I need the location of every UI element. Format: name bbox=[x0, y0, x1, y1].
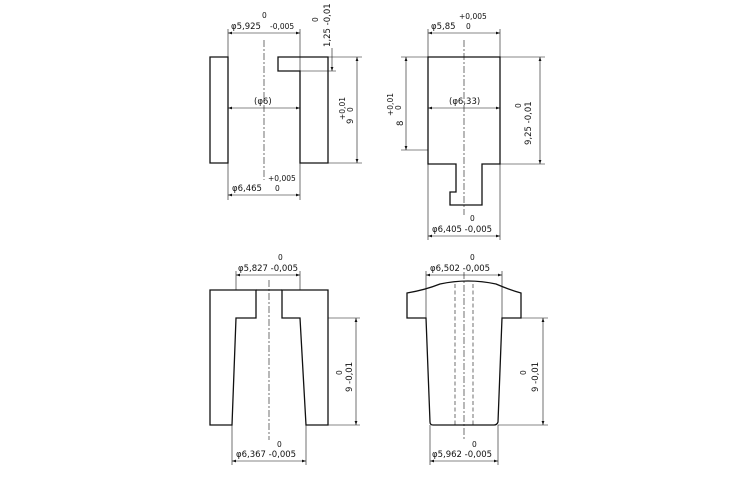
view-1-sleeve-section: φ5,925 0 -0,005 0 1,25 -0,01 (φ6) 9 +0,0… bbox=[209, 3, 362, 200]
view2-bottom-dia-value: φ6,405 -0,005 bbox=[432, 225, 492, 235]
view4-height-tol-upper: 0 bbox=[519, 370, 528, 375]
view2-top-dia-value: φ5,85 bbox=[431, 22, 456, 32]
view3-height-tol-upper: 0 bbox=[335, 370, 344, 375]
view2-body-height-value: 8 bbox=[396, 121, 406, 126]
view1-bottom-dia-tol-lower: 0 bbox=[275, 184, 280, 193]
view1-step-tol-upper: 0 bbox=[311, 17, 320, 22]
view3-top-dia-tol-upper: 0 bbox=[278, 253, 283, 262]
view3-left-wall bbox=[209, 289, 257, 426]
view1-step-depth-value: 1,25 -0,01 bbox=[323, 3, 333, 47]
view1-height-tol-upper: +0,01 bbox=[338, 97, 347, 120]
view1-bore-ref-value: (φ6) bbox=[254, 97, 272, 107]
view-2-pin: φ5,85 +0,005 0 8 +0,01 0 (φ6,33) 0 9,25 … bbox=[386, 12, 545, 240]
view4-top-dia-value: φ6,502 -0,005 bbox=[430, 264, 490, 274]
view4-bottom-dia-value: φ5,962 -0,005 bbox=[432, 450, 492, 460]
view4-height-value: 9 -0,01 bbox=[531, 362, 541, 392]
view1-height-value: 9 bbox=[346, 119, 356, 124]
view3-right-wall bbox=[281, 289, 329, 426]
view2-total-height-value: 9,25 -0,01 bbox=[524, 101, 534, 145]
view3-top-dia-value: φ5,827 -0,005 bbox=[238, 264, 298, 274]
view1-bottom-dia-value: φ6,465 bbox=[232, 184, 262, 194]
view1-top-dia-tol-upper: 0 bbox=[262, 11, 267, 20]
view2-top-dia-tol-upper: +0,005 bbox=[459, 12, 487, 21]
view3-bottom-dia-tol-upper: 0 bbox=[277, 440, 282, 449]
view-4-flanged-pin: φ6,502 -0,005 0 0 9 -0,01 φ5,962 -0,005 … bbox=[406, 253, 548, 465]
view4-top-dia-tol-upper: 0 bbox=[470, 253, 475, 262]
view1-height-tol-lower: 0 bbox=[346, 107, 355, 112]
view2-top-dia-tol-lower: 0 bbox=[466, 22, 471, 31]
view2-body-height-tol-upper: +0,01 bbox=[386, 93, 395, 116]
view1-bottom-dia-tol-upper: +0,005 bbox=[268, 174, 296, 183]
view4-bottom-dia-tol-upper: 0 bbox=[472, 440, 477, 449]
view1-right-wall bbox=[277, 56, 329, 164]
view-3-sleeve-section: φ5,827 -0,005 0 0 9 -0,01 φ6,367 -0,005 … bbox=[209, 253, 360, 465]
view3-height-value: 9 -0,01 bbox=[345, 362, 355, 392]
view2-body-height-tol-lower: 0 bbox=[394, 105, 403, 110]
view1-top-dia-value: φ5,925 bbox=[231, 22, 261, 32]
view1-left-wall bbox=[209, 56, 229, 164]
view3-bottom-dia-value: φ6,367 -0,005 bbox=[236, 450, 296, 460]
view1-top-dia-tol-lower: -0,005 bbox=[270, 22, 294, 31]
view4-outline bbox=[406, 280, 522, 426]
view2-mid-ref-value: (φ6,33) bbox=[449, 97, 480, 107]
view2-outline bbox=[427, 56, 501, 206]
view2-bottom-dia-tol-upper: 0 bbox=[470, 214, 475, 223]
view2-total-height-tol-upper: 0 bbox=[514, 103, 523, 108]
